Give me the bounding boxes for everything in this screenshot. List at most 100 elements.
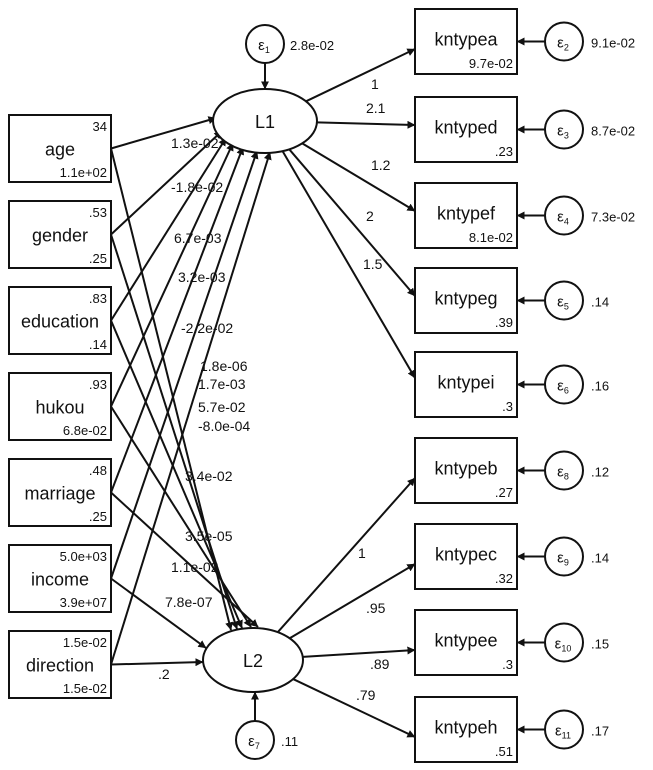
exog-box-age [8,114,112,183]
latent-L2 [202,627,304,693]
loading-coef-kntypea: 1 [371,76,379,92]
indicator-variance-kntyped: .23 [495,144,513,159]
indicator-box-kntypeh [414,696,518,763]
exog-mean-income: 5.0e+03 [60,549,107,564]
exog-mean-age: 34 [93,119,107,134]
indicator-label-kntypec: kntypec [435,545,497,565]
indicator-box-kntypec [414,523,518,590]
exog-variance-education: .14 [89,337,107,352]
coef-gender-L2: -8.0e-04 [198,418,250,434]
indicator-variance-kntypeg: .39 [495,315,513,330]
loading-coef-kntyped: 2.1 [366,100,386,116]
exog-mean-marriage: .48 [89,463,107,478]
error-e7-variance: .11 [281,734,298,749]
exog-variance-income: 3.9e+07 [60,595,107,610]
exog-mean-hukou: .93 [89,377,107,392]
exog-variance-age: 1.1e+02 [60,165,107,180]
error-e9-variance: .14 [591,551,609,566]
exog-variance-direction: 1.5e-02 [63,681,107,696]
exog-box-income [8,544,112,613]
exog-label-direction: direction [26,656,94,676]
coef-hukou-L1: 3.2e-03 [178,269,226,285]
path-direction-to-L2 [110,658,204,667]
loading-coef-kntypei: 1.5 [363,256,383,272]
exog-box-gender [8,200,112,269]
coef-direction-L1: 1.7e-03 [198,376,246,392]
indicator-label-kntypeb: kntypeb [434,459,497,479]
error-e4-variance: 7.3e-02 [591,210,635,225]
error-e9 [544,536,584,577]
exog-label-marriage: marriage [24,484,95,504]
indicator-variance-kntypee: .3 [502,657,513,672]
error-e3 [544,109,584,150]
loading-path-kntypeb [277,477,416,633]
latent-L1 [212,88,318,154]
path-marriage-to-L2 [110,491,259,628]
error-e8-symbol: ε8 [557,464,569,482]
paths-layer [110,37,545,738]
loading-coef-kntypeh: .79 [356,687,376,703]
loading-path-kntypei [281,150,416,379]
error-e11 [544,709,584,750]
indicator-box-kntypei [414,351,518,418]
error-e10-variance: .15 [591,637,609,652]
error-e3-variance: 8.7e-02 [591,124,635,139]
coef-age-L1: 1.3e-02 [171,135,219,151]
loading-coef-kntypef: 1.2 [371,157,391,173]
indicator-box-kntypea [414,8,518,75]
indicator-label-kntyped: kntyped [434,118,497,138]
exog-mean-direction: 1.5e-02 [63,635,107,650]
indicator-label-kntypeh: kntypeh [434,718,497,738]
coef-gender-L1: -1.8e-02 [171,179,223,195]
exog-label-education: education [21,312,99,332]
error-e6-symbol: ε6 [557,378,569,396]
exog-label-gender: gender [32,226,88,246]
coef-hukou-L2: 3.5e-05 [185,528,233,544]
indicator-variance-kntypea: 9.7e-02 [469,56,513,71]
exog-label-income: income [31,570,89,590]
indicator-label-kntypea: kntypea [434,30,498,50]
loading-path-kntypeh [292,678,416,738]
latent-L2-label: L2 [243,651,263,671]
path-hukou-to-L1 [110,142,234,407]
coef-direction-L2: .2 [158,666,170,682]
indicator-box-kntyped [414,96,518,163]
exog-mean-education: .83 [89,291,107,306]
exog-box-marriage [8,458,112,527]
error-e5-symbol: ε5 [557,294,569,312]
error-e1-variance: 2.8e-02 [290,38,334,53]
coef-education-L2: 3.4e-02 [185,468,233,484]
exog-variance-hukou: 6.8e-02 [63,423,107,438]
indicator-box-kntypeg [414,267,518,334]
error-e6 [544,364,584,405]
coef-education-L1: 6.7e-03 [174,230,222,246]
coef-age-L2: 5.7e-02 [198,399,246,415]
loading-path-kntyped [316,120,416,129]
indicator-label-kntypeg: kntypeg [434,289,497,309]
error-e2-symbol: ε2 [557,35,569,53]
exog-variance-gender: .25 [89,251,107,266]
path-education-to-L1 [110,137,227,322]
path-income-to-L2 [110,577,207,649]
exog-mean-gender: .53 [89,205,107,220]
error-e10 [544,622,584,663]
path-income-to-L1 [110,150,259,579]
indicator-variance-kntypef: 8.1e-02 [469,230,513,245]
loading-path-kntypea [305,48,416,103]
error-e10-symbol: ε10 [555,636,572,654]
coefficient-labels-layer: 1.3e-02-1.8e-026.7e-033.2e-03-2.2e-021.8… [158,76,391,703]
indicator-label-kntypei: kntypei [437,373,494,393]
exog-label-hukou: hukou [35,398,84,418]
error-e8 [544,450,584,491]
loading-path-kntypec [289,563,416,640]
indicator-variance-kntypeh: .51 [495,744,513,759]
indicator-box-kntypef [414,182,518,249]
path-hukou-to-L2 [110,405,252,628]
indicator-box-kntypeb [414,437,518,504]
loading-coef-kntypeb: 1 [358,545,366,561]
error-e3-symbol: ε3 [557,123,569,141]
error-e4-symbol: ε4 [557,209,569,227]
error-e9-symbol: ε9 [557,550,569,568]
error-e5 [544,280,584,321]
indicator-label-kntypef: kntypef [437,204,496,224]
